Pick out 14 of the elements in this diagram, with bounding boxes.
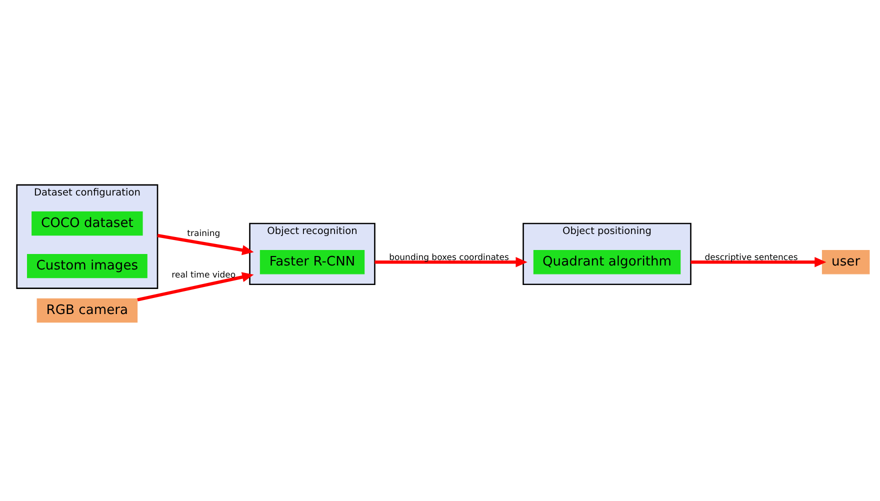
node-box: RGB camera bbox=[36, 298, 138, 322]
edge-label: descriptive sentences bbox=[704, 252, 798, 262]
arrow bbox=[156, 233, 254, 255]
arrow bbox=[374, 256, 527, 267]
arrow bbox=[690, 256, 826, 267]
node-box: Quadrant algorithm bbox=[532, 250, 680, 274]
arrow bbox=[136, 272, 254, 301]
edge-label: training bbox=[186, 228, 220, 239]
node-box: COCO dataset bbox=[31, 210, 142, 236]
edge-label: real time video bbox=[171, 270, 236, 280]
node-box: Faster R-CNN bbox=[259, 250, 364, 274]
node-box: Custom images bbox=[26, 253, 147, 278]
edge-label: bounding boxes coordinates bbox=[388, 252, 508, 262]
node-box: user bbox=[821, 250, 870, 274]
